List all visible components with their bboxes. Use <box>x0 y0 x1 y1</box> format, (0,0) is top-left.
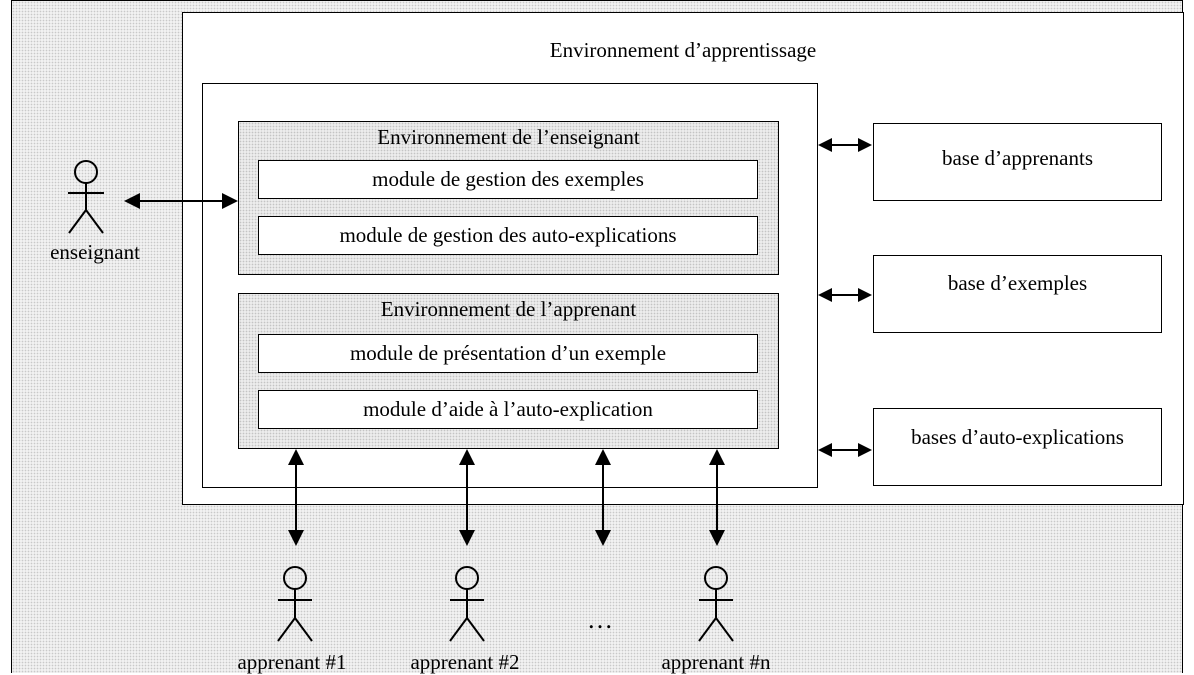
learner-3-arrow <box>595 449 611 546</box>
learner-n-label: apprenant #n <box>661 650 771 674</box>
database-apprenants-label: base d’apprenants <box>941 146 1094 170</box>
database-auto-explications-label: bases d’auto-explications <box>911 425 1124 449</box>
learning-environment-title: Environnement d’apprentissage <box>549 38 817 62</box>
database-exemples <box>873 255 1162 333</box>
module-presentation-exemple: module de présentation d’un exemple <box>258 334 758 373</box>
learner-1-actor-icon <box>277 566 313 642</box>
learner-1-label: apprenant #1 <box>237 650 347 674</box>
teacher-actor-icon <box>68 160 104 234</box>
learner-environment-title: Environnement de l’apprenant <box>380 297 637 321</box>
module-gestion-auto-explications: module de gestion des auto-explications <box>258 216 758 255</box>
module-gestion-exemples: module de gestion des exemples <box>258 160 758 199</box>
database-apprenants <box>873 123 1162 201</box>
database-apprenants-arrow <box>818 138 872 152</box>
learner-2-label: apprenant #2 <box>410 650 520 674</box>
ellipsis: … <box>587 605 613 634</box>
database-exemples-arrow <box>818 288 872 302</box>
learner-2-actor-icon <box>449 566 485 642</box>
teacher-environment-title: Environnement de l’enseignant <box>377 125 640 149</box>
learner-2-arrow <box>459 449 475 546</box>
database-exemples-label: base d’exemples <box>947 271 1088 295</box>
learner-1-arrow <box>288 449 304 546</box>
teacher-label: enseignant <box>50 240 140 264</box>
module-aide-auto-explication: module d’aide à l’auto-explication <box>258 390 758 429</box>
teacher-arrow <box>124 193 238 209</box>
learner-n-arrow <box>709 449 725 546</box>
database-auto-explications-arrow <box>818 443 872 457</box>
learner-n-actor-icon <box>698 566 734 642</box>
database-auto-explications <box>873 408 1162 486</box>
